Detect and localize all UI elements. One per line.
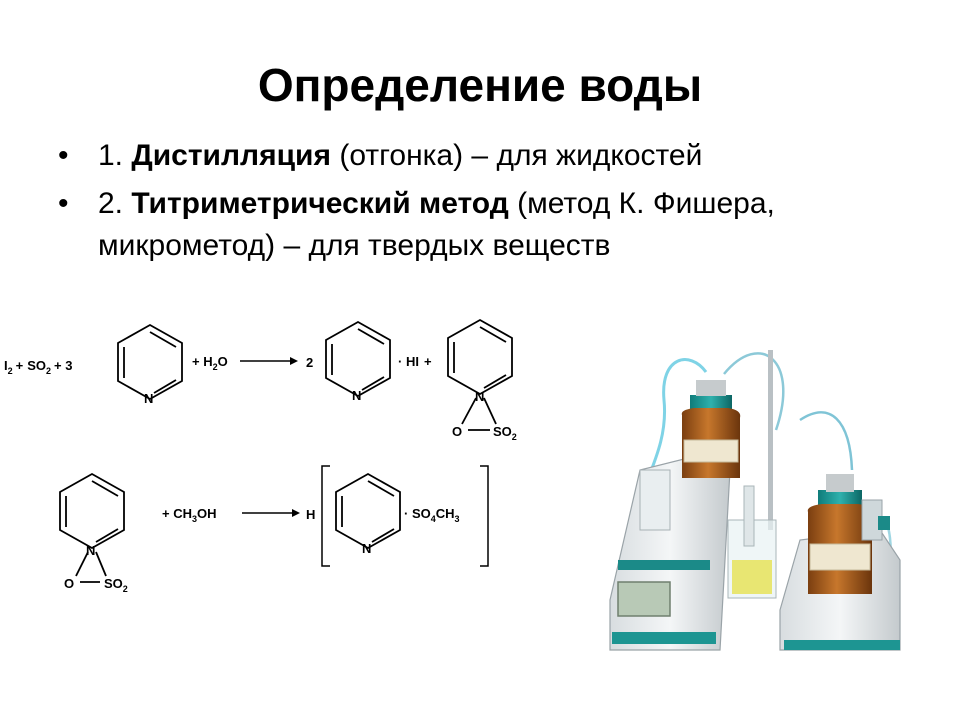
nitrogen-label: N	[86, 543, 95, 558]
titrator-photo	[609, 350, 901, 651]
pyridine-ring	[335, 472, 401, 550]
bullet-number: 2.	[98, 187, 132, 220]
coefficient-label: 2	[306, 355, 313, 370]
oxygen-label: O	[452, 424, 462, 439]
pyridine-ring	[325, 320, 391, 398]
so2-label: SO2	[493, 424, 517, 442]
pyridine-so2-complex	[447, 318, 513, 431]
reaction-2: N O SO2 + CH3OH H N · SO4CH3	[59, 465, 489, 594]
methanol-label: + CH3OH	[162, 506, 217, 524]
slide-title: Определение воды	[257, 59, 703, 111]
so2-label: SO2	[104, 576, 128, 594]
reaction-arrow-icon	[242, 509, 300, 517]
reaction-1: I2+SO2+ 3 N + H2O 2 N · HI+	[4, 318, 517, 442]
bullet-marker: •	[58, 187, 69, 220]
nitrogen-label: N	[144, 391, 153, 406]
bullet-list: • 1. Дистилляция (отгонка) – для жидкост…	[58, 135, 918, 273]
sulfate-label: · SO4CH3	[404, 506, 460, 524]
bullet-number: 1.	[98, 139, 132, 172]
bullet-text: (метод К. Фишера, микрометод) – для твер…	[98, 187, 775, 262]
bullet-text: (отгонка) – для жидкостей	[331, 139, 703, 172]
bullet-bold-term: Титриметрический метод	[131, 187, 509, 220]
pyridine-ring	[117, 323, 183, 401]
bullet-bold-term: Дистилляция	[131, 139, 332, 172]
iodine-label: I2+SO2+ 3	[4, 358, 72, 376]
bracket-icon	[321, 465, 489, 567]
hydrogen-label: H	[306, 507, 315, 522]
bullet-item: • 1. Дистилляция (отгонка) – для жидкост…	[58, 135, 918, 177]
bullet-item: • 2. Титриметрический метод (метод К. Фи…	[58, 183, 918, 267]
nitrogen-label: N	[352, 388, 361, 403]
nitrogen-label: N	[475, 389, 484, 404]
bullet-marker: •	[58, 139, 69, 172]
pyridine-so2-complex	[59, 472, 125, 583]
nitrogen-label: N	[362, 541, 371, 556]
hi-label: · HI+	[398, 354, 432, 369]
water-label: + H2O	[192, 354, 228, 372]
oxygen-label: O	[64, 576, 74, 591]
reaction-arrow-icon	[240, 357, 298, 365]
